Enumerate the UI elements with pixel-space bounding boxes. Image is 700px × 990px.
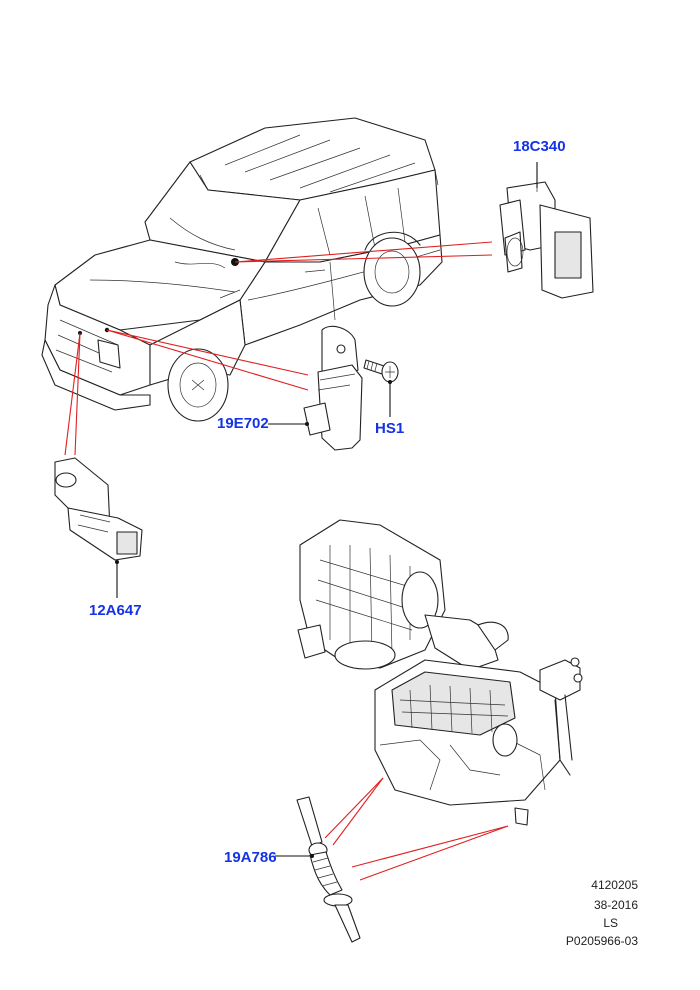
reference-number: 4120205: [591, 878, 638, 892]
reference-ls: LS: [603, 916, 618, 930]
callout-leaders: [115, 162, 538, 858]
callout-19a786[interactable]: 19A786: [224, 849, 277, 866]
sensor-18c340-illustration: [499, 178, 594, 299]
sensor-12a647-illustration: [54, 457, 143, 561]
callout-hs1[interactable]: HS1: [375, 420, 405, 437]
red-leader-lines: [64, 241, 509, 881]
screw-hs1-illustration: [363, 359, 399, 383]
hvac-assembly-illustration: [297, 519, 583, 826]
vehicle-illustration: [41, 117, 443, 422]
callout-18c340[interactable]: 18C340: [513, 138, 566, 155]
sensor-19e702-illustration: [303, 325, 363, 451]
reference-part-code: P0205966-03: [565, 934, 638, 948]
sensor-19a786-illustration: [296, 796, 361, 943]
callout-12a647[interactable]: 12A647: [89, 602, 142, 619]
reference-date-code: 38-2016: [593, 898, 638, 912]
callout-19e702[interactable]: 19E702: [217, 415, 269, 432]
